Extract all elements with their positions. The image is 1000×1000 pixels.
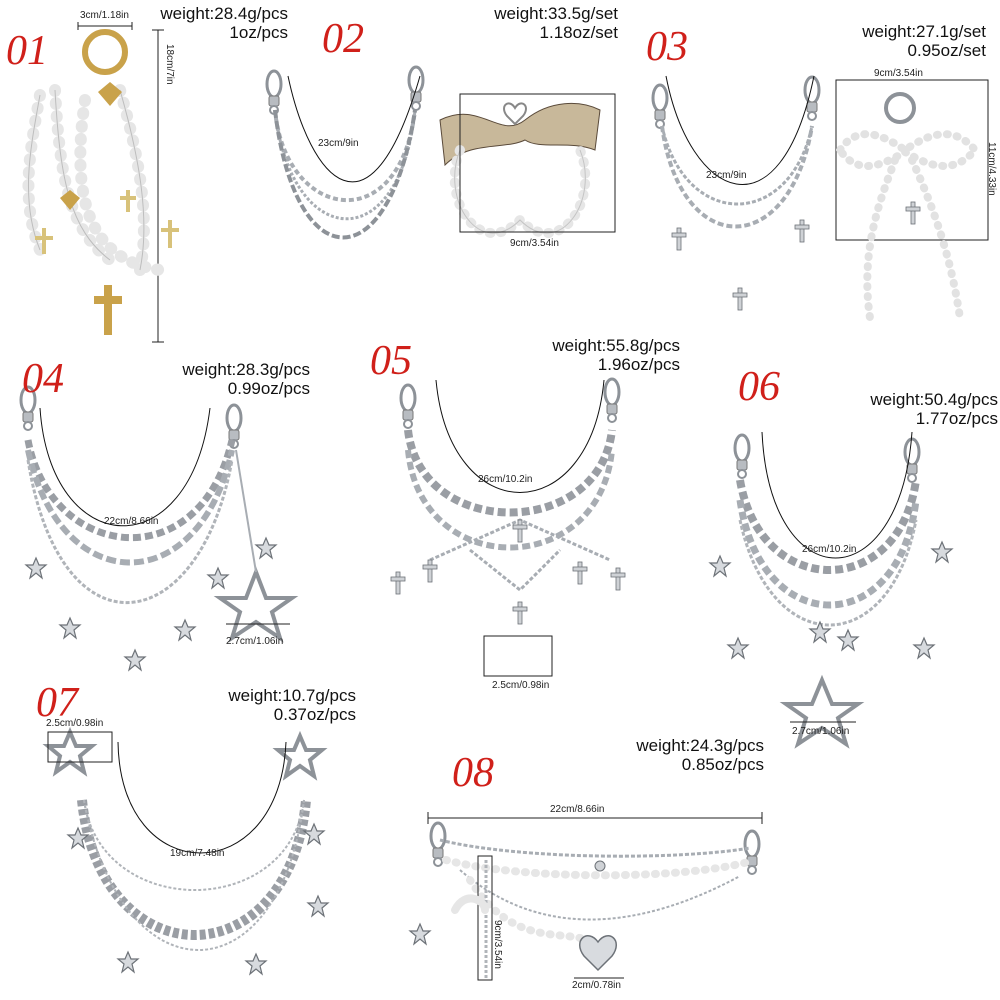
product-02-image	[265, 65, 616, 240]
weight-ounces: 1.96oz/pcs	[597, 355, 680, 374]
item-number-03: 03	[646, 24, 688, 70]
item-number-08: 08	[452, 750, 494, 796]
weight-ounces: 0.95oz/set	[907, 41, 986, 60]
dimension-label: 23cm/9in	[318, 138, 359, 149]
weight-grams: weight:28.4g/pcs	[160, 4, 288, 23]
weight-label-03: weight:27.1g/set 0.95oz/set	[862, 22, 986, 60]
product-07-image	[42, 726, 329, 975]
weight-ounces: 0.99oz/pcs	[227, 379, 310, 398]
product-03-image	[651, 75, 989, 322]
weight-label-08: weight:24.3g/pcs 0.85oz/pcs	[636, 736, 764, 774]
weight-grams: weight:24.3g/pcs	[636, 736, 764, 755]
weight-grams: weight:50.4g/pcs	[870, 390, 998, 409]
item-number-02: 02	[322, 16, 364, 62]
weight-grams: weight:10.7g/pcs	[228, 686, 356, 705]
weight-label-02: weight:33.5g/set 1.18oz/set	[494, 4, 618, 42]
product-05-image	[390, 377, 626, 677]
weight-ounces: 1.77oz/pcs	[915, 409, 998, 428]
weight-grams: weight:33.5g/set	[494, 4, 618, 23]
weight-ounces: 0.37oz/pcs	[273, 705, 356, 724]
item-number-04: 04	[22, 356, 64, 402]
dimension-label: 26cm/10.2in	[478, 474, 533, 485]
item-number-05: 05	[370, 338, 412, 384]
dimension-label: 2.5cm/0.98in	[492, 680, 550, 691]
dimension-label: 23cm/9in	[706, 170, 747, 181]
weight-label-05: weight:55.8g/pcs 1.96oz/pcs	[552, 336, 680, 374]
dimension-label: 9cm/3.54in	[492, 920, 503, 969]
dimension-label: 9cm/3.54in	[874, 68, 923, 79]
weight-label-04: weight:28.3g/pcs 0.99oz/pcs	[182, 360, 310, 398]
weight-label-01: weight:28.4g/pcs 1oz/pcs	[160, 4, 288, 42]
product-08-image	[409, 812, 763, 981]
dimension-label: 18cm/7in	[164, 44, 175, 85]
weight-label-07: weight:10.7g/pcs 0.37oz/pcs	[228, 686, 356, 724]
item-number-01: 01	[6, 28, 48, 74]
dimension-label: 19cm/7.48in	[170, 848, 225, 859]
dimension-label: 2.7cm/1.06in	[792, 726, 850, 737]
weight-grams: weight:28.3g/pcs	[182, 360, 310, 379]
item-number-07: 07	[36, 680, 78, 726]
dimension-label: 9cm/3.54in	[510, 238, 559, 249]
weight-grams: weight:27.1g/set	[862, 22, 986, 41]
weight-ounces: 0.85oz/pcs	[681, 755, 764, 774]
weight-ounces: 1oz/pcs	[229, 23, 288, 42]
dimension-label: 26cm/10.2in	[802, 544, 857, 555]
dimension-label: 2cm/0.78in	[572, 980, 621, 991]
dimension-label: 22cm/8.66in	[104, 516, 159, 527]
weight-label-06: weight:50.4g/pcs 1.77oz/pcs	[870, 390, 998, 428]
dimension-label: 2.5cm/0.98in	[46, 718, 104, 729]
product-01-image	[22, 22, 179, 343]
product-06-image	[709, 431, 953, 749]
weight-grams: weight:55.8g/pcs	[552, 336, 680, 355]
product-04-image	[19, 385, 299, 671]
dimension-label: 2.7cm/1.06in	[226, 636, 284, 647]
item-number-06: 06	[738, 364, 780, 410]
dimension-label: 22cm/8.66in	[550, 804, 605, 815]
dimension-label: 11cm/4.33in	[986, 142, 997, 196]
weight-ounces: 1.18oz/set	[539, 23, 618, 42]
dimension-label: 3cm/1.18in	[80, 10, 129, 21]
